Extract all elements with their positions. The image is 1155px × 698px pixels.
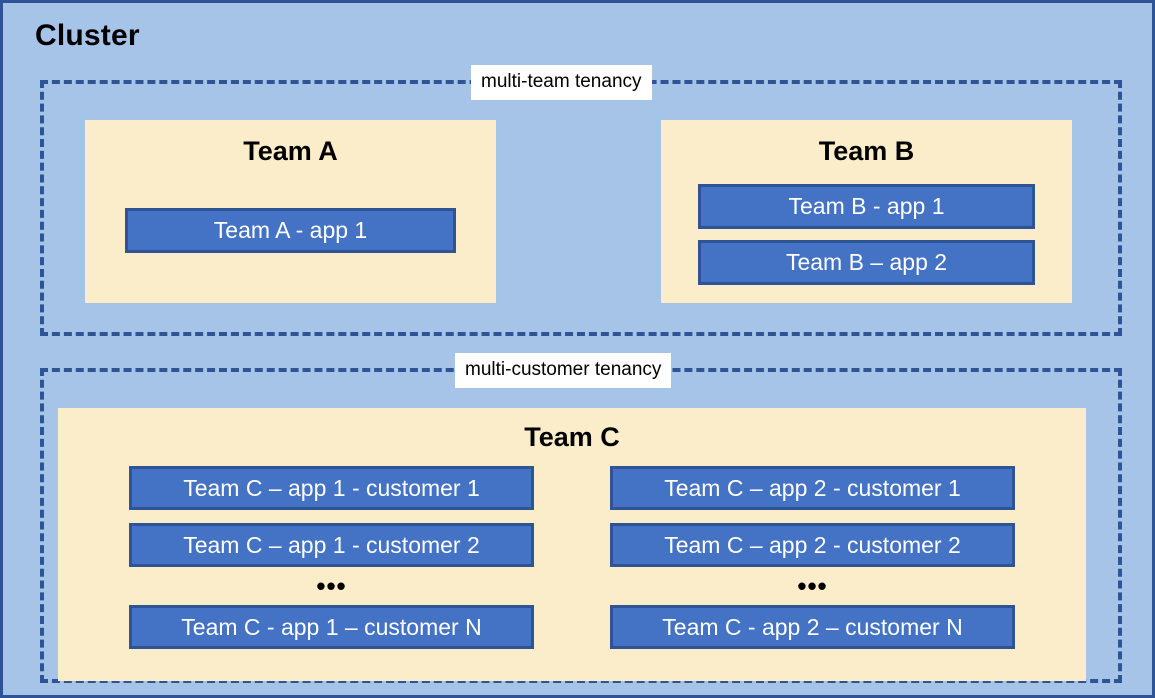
team-b-title: Team B [818,136,915,166]
team-c-column-app-1: Team C – app 1 - customer 1 Team C – app… [129,466,534,649]
app-box-team-c-app-1-customer-1[interactable]: Team C – app 1 - customer 1 [129,466,534,510]
team-b-app-list: Team B - app 1 Team B – app 2 [698,184,1035,285]
tenancy-zone-label-multi-customer: multi-customer tenancy [455,353,672,388]
team-c-app-columns: Team C – app 1 - customer 1 Team C – app… [58,466,1086,649]
app-box-team-b-app-2[interactable]: Team B – app 2 [698,240,1035,285]
team-card-b: Team B Team B - app 1 Team B – app 2 [661,120,1072,303]
team-c-app-2-ellipsis: ••• [797,571,828,601]
app-box-team-a-app-1[interactable]: Team A - app 1 [125,208,456,253]
team-c-app-1-ellipsis: ••• [316,571,347,601]
app-box-team-c-app-2-customer-2[interactable]: Team C – app 2 - customer 2 [610,523,1015,567]
team-card-a: Team A Team A - app 1 [85,120,496,303]
tenancy-zone-label-multi-team: multi-team tenancy [471,65,652,100]
app-box-team-c-app-2-customer-1[interactable]: Team C – app 2 - customer 1 [610,466,1015,510]
app-box-team-c-app-1-customer-n[interactable]: Team C - app 1 – customer N [129,605,534,649]
team-card-c: Team C Team C – app 1 - customer 1 Team … [58,408,1086,681]
team-a-app-list: Team A - app 1 [125,208,456,253]
team-c-title: Team C [524,422,620,452]
team-a-title: Team A [243,136,338,166]
cluster-title: Cluster [35,19,140,52]
team-c-column-app-2: Team C – app 2 - customer 1 Team C – app… [610,466,1015,649]
app-box-team-c-app-1-customer-2[interactable]: Team C – app 1 - customer 2 [129,523,534,567]
app-box-team-b-app-1[interactable]: Team B - app 1 [698,184,1035,229]
app-box-team-c-app-2-customer-n[interactable]: Team C - app 2 – customer N [610,605,1015,649]
